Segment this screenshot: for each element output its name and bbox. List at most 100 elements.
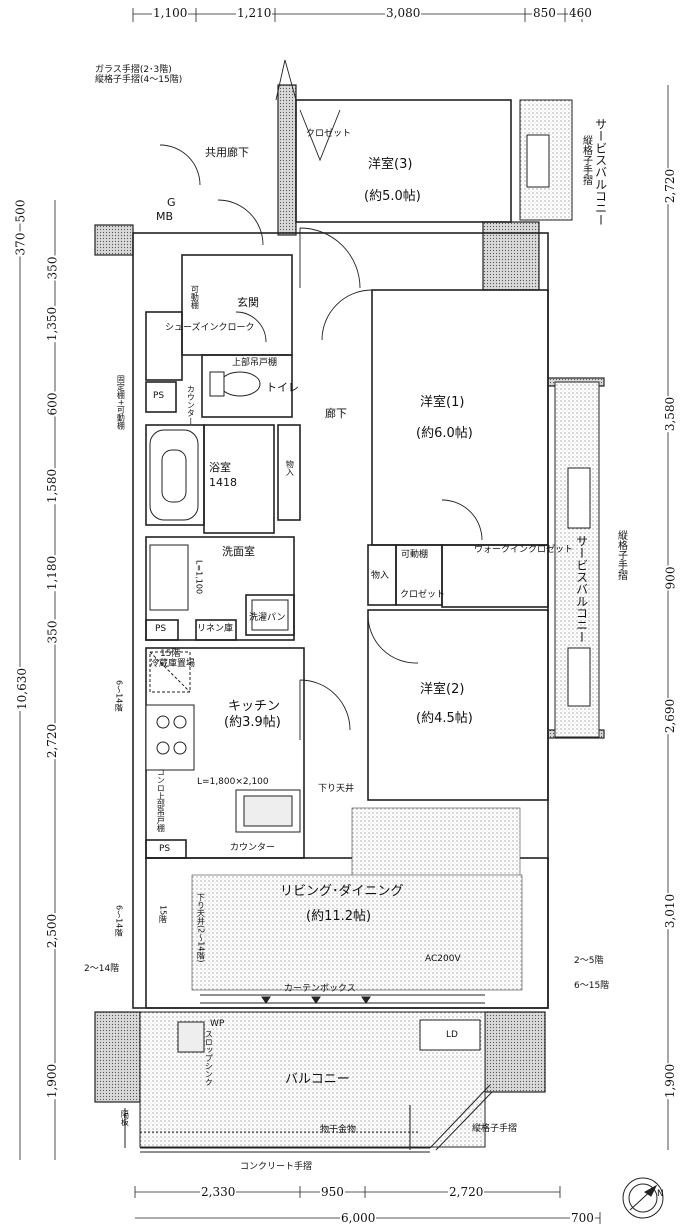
drop-ceiling-label: 下り天井 (318, 784, 355, 794)
kitchen-size-note: L=1,800×2,100 (197, 777, 269, 787)
ps-3-label: PS (159, 844, 171, 854)
dim-top-2: 1,210 (236, 6, 273, 20)
bath-label: 浴室 (209, 461, 231, 474)
doors (159, 59, 483, 740)
dim-left-10: 2,500 (45, 912, 60, 950)
laundry-pan-label: 洗濯パン (249, 613, 286, 623)
ps-2-label: PS (155, 624, 167, 634)
dim-bottom-1: 2,330 (200, 1185, 237, 1199)
ld-label: LD (446, 1030, 458, 1040)
dim-top-4: 850 (532, 6, 557, 20)
service-balcony-top (519, 99, 573, 221)
movable-shelf-label: 可動棚 (190, 285, 200, 309)
g-label: G (167, 196, 176, 209)
glass-rail-note-2: 縦格子手摺(4～15階) (95, 75, 183, 85)
upper-cabinet-label: 上部吊戸棚 (232, 358, 278, 368)
wp-label: WP (210, 1019, 225, 1029)
washroom-label: 洗面室 (222, 545, 255, 558)
dim-bottom-total: 6,000 (340, 1211, 377, 1225)
closet-w3-label: クロゼット (306, 129, 352, 139)
balcony-rail (124, 1084, 493, 1153)
floors-15-label: 15階 (160, 649, 181, 659)
range-upper-cabinet-label: コンロ上部吊戸棚 (156, 768, 166, 832)
dim-left-4: 1,350 (45, 305, 60, 343)
dim-left-2: 370 (13, 231, 28, 257)
common-corridor-label: 共用廊下 (205, 146, 249, 159)
concrete-rail-label: コンクリート手摺 (240, 1162, 313, 1172)
fixed-shelf-label: 固定棚+可動棚 (116, 375, 126, 430)
service-balcony-right-label: サービスバルコニー (574, 535, 589, 643)
glass-rail-note-1: ガラス手摺(2･3階) (95, 65, 172, 75)
storage-hall-label: 物入 (285, 460, 295, 476)
dim-bottom-extra: 700 (570, 1211, 595, 1225)
linen-label: リネン庫 (197, 624, 234, 634)
western2-size: (約4.5帖) (416, 711, 473, 726)
dim-left-11: 1,900 (45, 1062, 60, 1100)
movable-shelf-2-label: 可動棚 (401, 550, 429, 560)
living-label: リビング･ダイニング (280, 884, 404, 899)
dim-right-3: 900 (663, 565, 678, 591)
entrance-label: 玄関 (237, 296, 259, 309)
floors-2-14-label: 2～14階 (84, 964, 120, 974)
dim-right-2: 3,580 (663, 395, 678, 433)
floors-6-15-label: 6～15階 (574, 981, 610, 991)
main-balcony (139, 1011, 486, 1148)
dim-left-6: 1,580 (45, 467, 60, 505)
dim-right-5: 3,010 (663, 892, 678, 930)
dim-left-3: 350 (45, 255, 60, 281)
closet-2-label: クロゼット (400, 590, 446, 600)
vertical-rail-right-label: 縦格子手摺 (615, 530, 627, 580)
kitchen-size: (約3.9帖) (224, 715, 281, 730)
partition-label: 隔板 (120, 1110, 130, 1126)
dim-top-1: 1,100 (152, 6, 189, 20)
dim-top-5: 460 (568, 6, 593, 20)
floors-6-14-b: 6～14階 (114, 905, 124, 937)
drying-hardware-label: 物干金物 (320, 1125, 357, 1135)
walk-in-closet-label: ウォークインクロゼット (474, 545, 574, 555)
curtain-box-label: カーテンボックス (284, 984, 356, 994)
drop-ceiling-note: 下り天井(2～14階) (196, 893, 206, 963)
service-balcony-top-label: サービスバルコニー (593, 118, 608, 226)
kitchen-label: キッチン (228, 699, 281, 714)
dim-bottom-3: 2,720 (448, 1185, 485, 1199)
room-outlines (132, 99, 549, 1009)
dim-bottom-2: 950 (320, 1185, 345, 1199)
western1-size: (約6.0帖) (416, 426, 473, 441)
living-size: (約11.2帖) (306, 909, 372, 924)
shoes-in-cloak-label: シューズインクローク (165, 323, 255, 333)
dim-left-total: 10,630 (15, 667, 29, 711)
western3-size: (約5.0帖) (364, 189, 421, 204)
kitchen-fixtures (145, 651, 301, 833)
western2-label: 洋室(2) (420, 682, 465, 697)
dim-left-1: 500 (13, 198, 28, 224)
western3-label: 洋室(3) (368, 157, 413, 172)
dim-left-5: 600 (45, 391, 60, 417)
western1-label: 洋室(1) (420, 395, 465, 410)
bath-size: 1418 (209, 476, 237, 489)
dim-left-9: 2,720 (45, 722, 60, 760)
dim-top-3: 3,080 (385, 6, 422, 20)
mb-label: MB (156, 210, 174, 223)
balcony-label: バルコニー (285, 1072, 350, 1087)
vertical-rail-balcony-label: 縦格子手摺 (472, 1124, 518, 1134)
hallway-label: 廊下 (325, 407, 347, 420)
floors-6-14-a: 6～14階 (114, 680, 124, 712)
l1100-label: L=1,100 (194, 560, 204, 595)
counter-toilet-label: カウンター (186, 385, 196, 425)
kitchen-counter-label: カウンター (230, 843, 276, 853)
fridge-label: 冷蔵庫置場 (150, 659, 196, 669)
ac200v-label: AC200V (425, 954, 461, 964)
dim-left-8: 350 (45, 619, 60, 645)
dim-left-7: 1,180 (45, 554, 60, 592)
floors-2-5-label: 2～5階 (574, 956, 604, 966)
dim-right-1: 2,720 (663, 167, 678, 205)
bath-fixtures (149, 371, 289, 631)
compass-icon (622, 1177, 664, 1219)
dim-right-6: 1,900 (663, 1062, 678, 1100)
compass-n-label: N (657, 1189, 664, 1199)
storage-label: 物入 (371, 571, 390, 581)
curtain-box (200, 994, 485, 1004)
slop-sink-label: スロップシンク (204, 1030, 214, 1086)
dim-right-4: 2,690 (663, 697, 678, 735)
